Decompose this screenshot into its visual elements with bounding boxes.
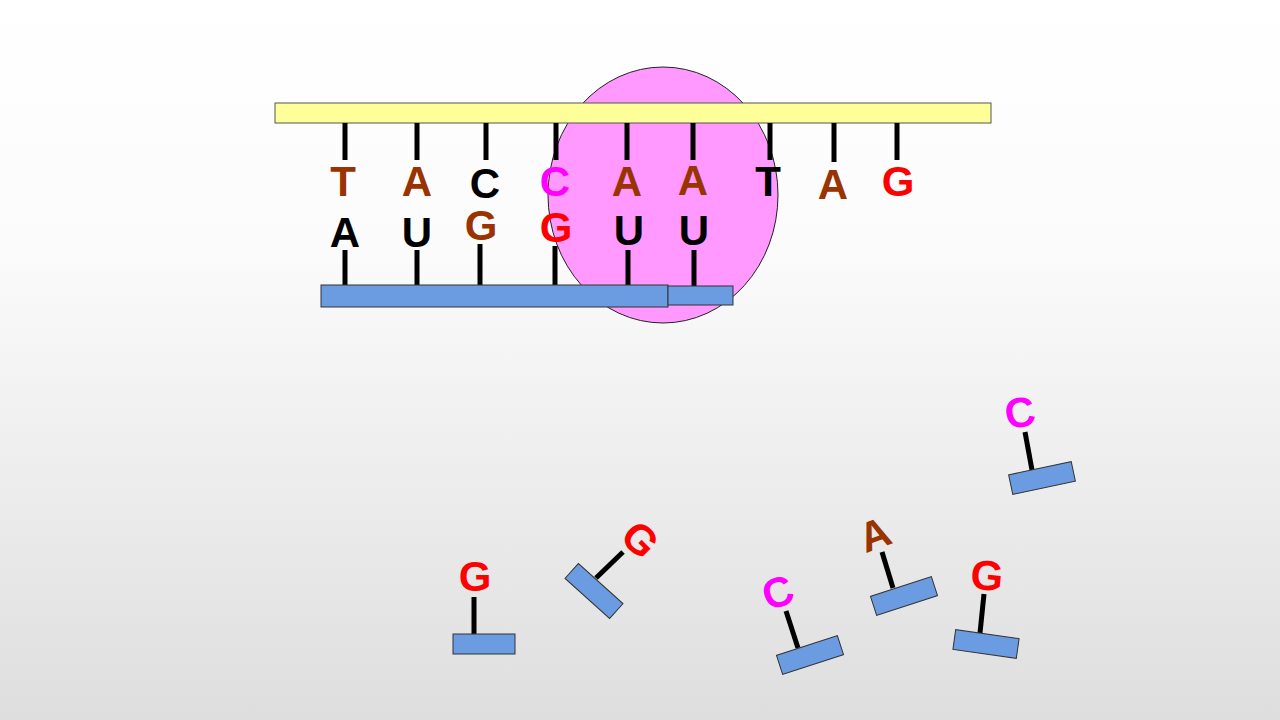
nucleotide-stick [596,552,623,578]
base-letter: G [465,205,498,247]
base-letter: A [402,161,432,203]
free-nucleotide [453,597,515,654]
free-nucleotide [953,594,1019,658]
nucleotide-stick [1025,432,1032,470]
base-letter: A [330,212,360,254]
nucleotide-sugar [565,563,623,618]
base-letter: T [755,161,781,203]
free-nucleotide [565,552,623,619]
base-stick [625,123,630,160]
base-stick [626,250,631,286]
base-letter: C [540,161,570,203]
base-letter: U [614,210,644,252]
nucleotide-sugar [870,577,937,616]
base-letter: G [969,554,1005,599]
base-letter: G [882,161,915,203]
base-letter: G [540,207,573,249]
base-letter: A [612,161,642,203]
nucleotide-stick [472,597,477,634]
dna-template-strand [275,103,991,123]
nucleotide-sugar [453,634,515,654]
base-letter: T [330,161,356,203]
mrna-new-nucleotide [668,286,733,305]
dna-base-sticks [345,123,897,162]
base-stick [895,123,900,160]
base-stick [768,123,773,160]
base-stick [691,123,696,160]
free-nucleotide [1009,432,1076,494]
nucleotide-stick [882,552,893,588]
base-stick [554,123,559,160]
nucleotide-sugar [776,636,843,675]
base-letter: A [818,164,848,206]
mrna-strand [321,285,668,307]
base-stick [484,123,489,160]
base-stick [415,123,420,160]
base-stick [343,123,348,160]
nucleotide-stick [980,594,984,633]
free-nucleotide [870,552,937,615]
base-letter: G [459,556,492,598]
nucleotide-stick [786,611,798,648]
base-stick [415,250,420,286]
base-letter: U [402,212,432,254]
nucleotide-sugar [953,630,1019,659]
nucleotide-sugar [1009,462,1076,495]
base-stick [692,250,697,287]
free-nucleotide [776,611,843,674]
base-stick [343,250,348,286]
base-letter: A [678,160,708,202]
base-letter: U [679,210,709,252]
base-stick [553,246,558,286]
base-stick [478,244,483,286]
base-letter: C [470,163,500,205]
base-stick [832,123,837,162]
